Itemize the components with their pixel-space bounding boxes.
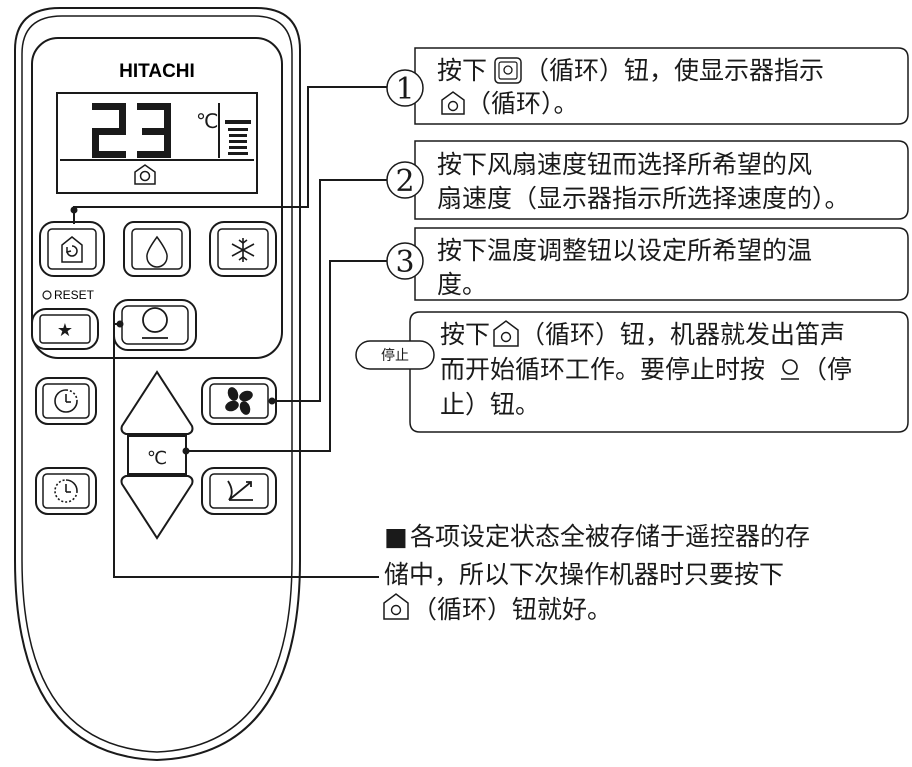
remote-control: HITACHI ℃ <box>14 7 301 762</box>
timer-on-icon <box>54 389 78 413</box>
memory-note: ■ 各项设定状态全被存储于遥控器的存 储中，所以下次操作机器时只要按下 （循环）… <box>383 522 810 624</box>
stop-note-text-d: （停 <box>802 355 852 384</box>
connector-dot-step-2 <box>268 397 276 405</box>
step-2-text-line-1: 按下风扇速度钮而选择所希望的风 <box>437 150 812 179</box>
stop-note-text-a: 按下 <box>440 320 490 349</box>
triangle-up-icon <box>120 370 194 435</box>
step-1-callout: 1 按下 （循环）钮，使显示器指示 （循环）。 <box>386 47 909 125</box>
connector-dot-power <box>116 320 124 328</box>
step-1-text-a: 按下 <box>437 56 487 85</box>
remote-body-inner <box>21 15 293 753</box>
brand-logo: HITACHI <box>119 61 195 82</box>
droplet-icon <box>146 235 168 268</box>
step-1-number: 1 <box>395 72 414 107</box>
circulate-icon <box>61 236 83 263</box>
memory-note-line-2: 储中，所以下次操作机器时只要按下 <box>384 560 784 589</box>
step-2-number: 2 <box>395 164 414 199</box>
temp-label-box <box>127 435 187 475</box>
power-icon <box>142 307 168 339</box>
circulate-icon-inline <box>441 91 465 115</box>
power-button[interactable] <box>113 299 197 351</box>
swing-button[interactable] <box>201 467 277 515</box>
connector-lines <box>70 86 390 578</box>
timer-off-button[interactable] <box>35 467 97 515</box>
step-3-number: 3 <box>395 245 414 280</box>
star-icon: ★ <box>57 320 73 341</box>
reset-label[interactable]: RESET <box>54 288 95 302</box>
stop-note-text-b: （循环）钮，机器就发出笛声 <box>520 320 845 349</box>
connector-dot-step-1 <box>70 206 78 214</box>
lcd-temperature-digits <box>92 103 171 158</box>
snowflake-icon <box>231 238 255 262</box>
fan-icon <box>225 387 253 415</box>
step-3-text-line-2: 度。 <box>437 270 487 299</box>
connector-step-3 <box>186 260 390 452</box>
swing-icon <box>227 480 253 501</box>
step-3-text-line-1: 按下温度调整钮以设定所希望的温 <box>437 236 812 265</box>
temp-button-label: ℃ <box>147 448 167 469</box>
stop-note-callout: 停止 按下 （循环）钮，机器就发出笛声 而开始循环工作。要停止时按 （停 止）钮… <box>355 311 909 433</box>
step-3-callout: 3 按下温度调整钮以设定所希望的温 度。 <box>386 227 909 301</box>
circulate-icon-inline-3 <box>383 593 409 620</box>
stop-note-text-c: 而开始循环工作。要停止时按 <box>440 355 765 384</box>
memory-note-line-1: 各项设定状态全被存储于遥控器的存 <box>410 522 810 551</box>
lcd-unit: ℃ <box>196 109 218 133</box>
step-2-callout: 2 按下风扇速度钮而选择所希望的风 扇速度（显示器指示所选择速度的）。 <box>386 140 909 220</box>
stop-tag-badge <box>355 340 435 370</box>
triangle-down-icon <box>120 475 194 540</box>
timer-on-button[interactable] <box>35 377 97 425</box>
circulate-icon-inline-2 <box>493 320 519 347</box>
memory-note-line-3: （循环）钮就好。 <box>412 595 612 624</box>
lcd-circulate-icon <box>134 164 156 185</box>
circulate-button[interactable] <box>39 221 105 277</box>
fan-button[interactable] <box>201 377 277 425</box>
timer-off-icon <box>54 479 78 503</box>
circulate-button-icon-inline <box>494 57 522 84</box>
reset-indicator-icon <box>42 290 52 300</box>
temp-down-button[interactable] <box>120 475 194 540</box>
connector-step-2 <box>272 179 390 402</box>
step-2-text-line-2: 扇速度（显示器指示所选择速度的）。 <box>437 184 850 213</box>
step-1-text-c: （循环）。 <box>466 89 579 118</box>
stop-tag-label: 停止 <box>381 347 409 364</box>
stop-note-text-e: 止）钮。 <box>440 390 540 419</box>
star-button[interactable]: ★ <box>31 308 99 350</box>
step-1-text-b: （循环）钮，使显示器指示 <box>524 56 824 85</box>
cool-button[interactable] <box>209 221 277 277</box>
dry-button[interactable] <box>123 221 191 277</box>
temp-up-button[interactable] <box>120 370 194 435</box>
connector-dot-step-3 <box>182 447 190 455</box>
fan-speed-icon <box>225 120 251 155</box>
memory-note-bullet: ■ <box>384 522 408 551</box>
power-icon-inline <box>781 359 799 380</box>
